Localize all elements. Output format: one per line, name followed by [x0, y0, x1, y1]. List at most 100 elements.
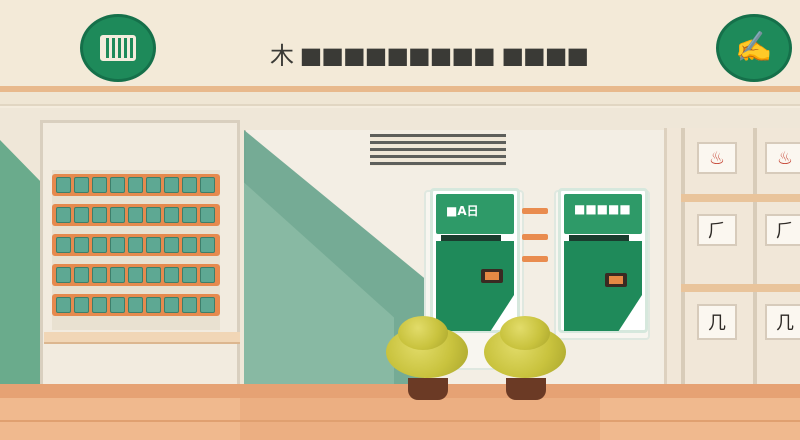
price-tag — [522, 208, 548, 214]
product-tile — [92, 177, 107, 193]
product-tile — [128, 237, 143, 253]
card-glyph: ♨ — [776, 147, 794, 169]
calligraphy-logo-icon: ✍ — [716, 14, 792, 82]
product-display-wall — [52, 170, 220, 330]
shelf-card: ♨ — [765, 142, 800, 174]
product-tile — [74, 297, 89, 313]
display-shelf-row — [52, 294, 220, 316]
shelf-post — [753, 128, 757, 390]
product-tile — [128, 297, 143, 313]
ticket-kiosk-left[interactable]: ■A日 — [430, 188, 520, 333]
price-tag — [522, 234, 548, 240]
product-tile — [56, 267, 71, 283]
floor-seam — [0, 420, 800, 422]
product-tile — [146, 297, 161, 313]
product-tile — [164, 177, 179, 193]
sign-trim — [0, 86, 800, 92]
product-tile — [128, 207, 143, 223]
product-tile — [92, 297, 107, 313]
product-tile — [92, 237, 107, 253]
product-tile — [200, 297, 215, 313]
kiosk-display-icon — [481, 269, 503, 283]
shelf-card: ⼏ — [697, 304, 737, 340]
product-tile — [200, 267, 215, 283]
card-glyph: ⺁ — [708, 221, 726, 242]
product-tile — [74, 267, 89, 283]
plant-foliage — [398, 316, 448, 350]
display-shelf-row — [52, 204, 220, 226]
shelf-card: ♨ — [697, 142, 737, 174]
kiosk-label: ■■■■■ — [574, 202, 631, 216]
card-glyph: ⺁ — [776, 221, 794, 242]
product-tile — [56, 297, 71, 313]
product-tile — [92, 207, 107, 223]
counter-top — [44, 332, 240, 344]
kiosk-header: ■A日 — [436, 194, 514, 234]
price-tag — [522, 256, 548, 262]
shelf-card: ⺁ — [697, 214, 737, 246]
product-tile — [164, 237, 179, 253]
product-tile — [200, 177, 215, 193]
kiosk-slot — [441, 235, 501, 241]
product-tile — [146, 237, 161, 253]
product-tile — [110, 237, 125, 253]
product-tile — [56, 237, 71, 253]
product-tile — [146, 267, 161, 283]
kiosk-screen[interactable] — [564, 241, 642, 331]
plant-foliage — [500, 316, 550, 350]
storefront-logo-icon — [80, 14, 156, 82]
shelf-board — [681, 284, 800, 292]
barcode-icon — [100, 35, 136, 61]
kiosk-header: ■■■■■ — [564, 194, 642, 234]
shelf-card: ⺁ — [765, 214, 800, 246]
card-glyph: ⼏ — [776, 313, 794, 334]
sign-title: 木 ■■■■■■■■■ ■■■■■ — [270, 42, 590, 66]
plant-pot — [408, 378, 448, 400]
card-glyph: ⼏ — [708, 313, 726, 334]
right-shelving-unit: ♨ ♨ ⺁ ⺁ ⼏ ⼏ — [664, 128, 800, 390]
plant-pot — [506, 378, 546, 400]
product-tile — [182, 207, 197, 223]
product-tile — [56, 207, 71, 223]
product-tile — [56, 177, 71, 193]
product-tile — [128, 177, 143, 193]
product-tile — [182, 267, 197, 283]
card-glyph: ♨ — [708, 147, 726, 169]
floor-shadow — [240, 398, 600, 440]
kiosk-slot — [569, 235, 629, 241]
shelf-board — [681, 194, 800, 202]
product-tile — [146, 207, 161, 223]
baseboard — [0, 384, 800, 398]
product-tile — [164, 267, 179, 283]
display-shelf-row — [52, 264, 220, 286]
product-tile — [128, 267, 143, 283]
product-tile — [146, 177, 161, 193]
air-vent — [370, 134, 506, 166]
shelf-card: ⼏ — [765, 304, 800, 340]
display-shelf-row — [52, 174, 220, 196]
product-tile — [110, 177, 125, 193]
kiosk-screen[interactable] — [436, 241, 514, 331]
product-tile — [164, 207, 179, 223]
awning-rail — [0, 92, 800, 106]
shelf-post — [681, 128, 685, 390]
green-wall-panel — [0, 140, 44, 390]
product-tile — [200, 237, 215, 253]
product-tile — [110, 297, 125, 313]
display-shelf-row — [52, 234, 220, 256]
product-tile — [182, 237, 197, 253]
product-tile — [92, 267, 107, 283]
product-tile — [110, 207, 125, 223]
product-tile — [74, 237, 89, 253]
product-tile — [110, 267, 125, 283]
product-tile — [182, 297, 197, 313]
brush-glyph-icon: ✍ — [735, 30, 773, 65]
product-tile — [200, 207, 215, 223]
product-tile — [164, 297, 179, 313]
kiosk-label: ■A日 — [446, 204, 479, 218]
product-tile — [74, 177, 89, 193]
product-tile — [74, 207, 89, 223]
product-tile — [182, 177, 197, 193]
ticket-kiosk-right[interactable]: ■■■■■ — [558, 188, 648, 333]
